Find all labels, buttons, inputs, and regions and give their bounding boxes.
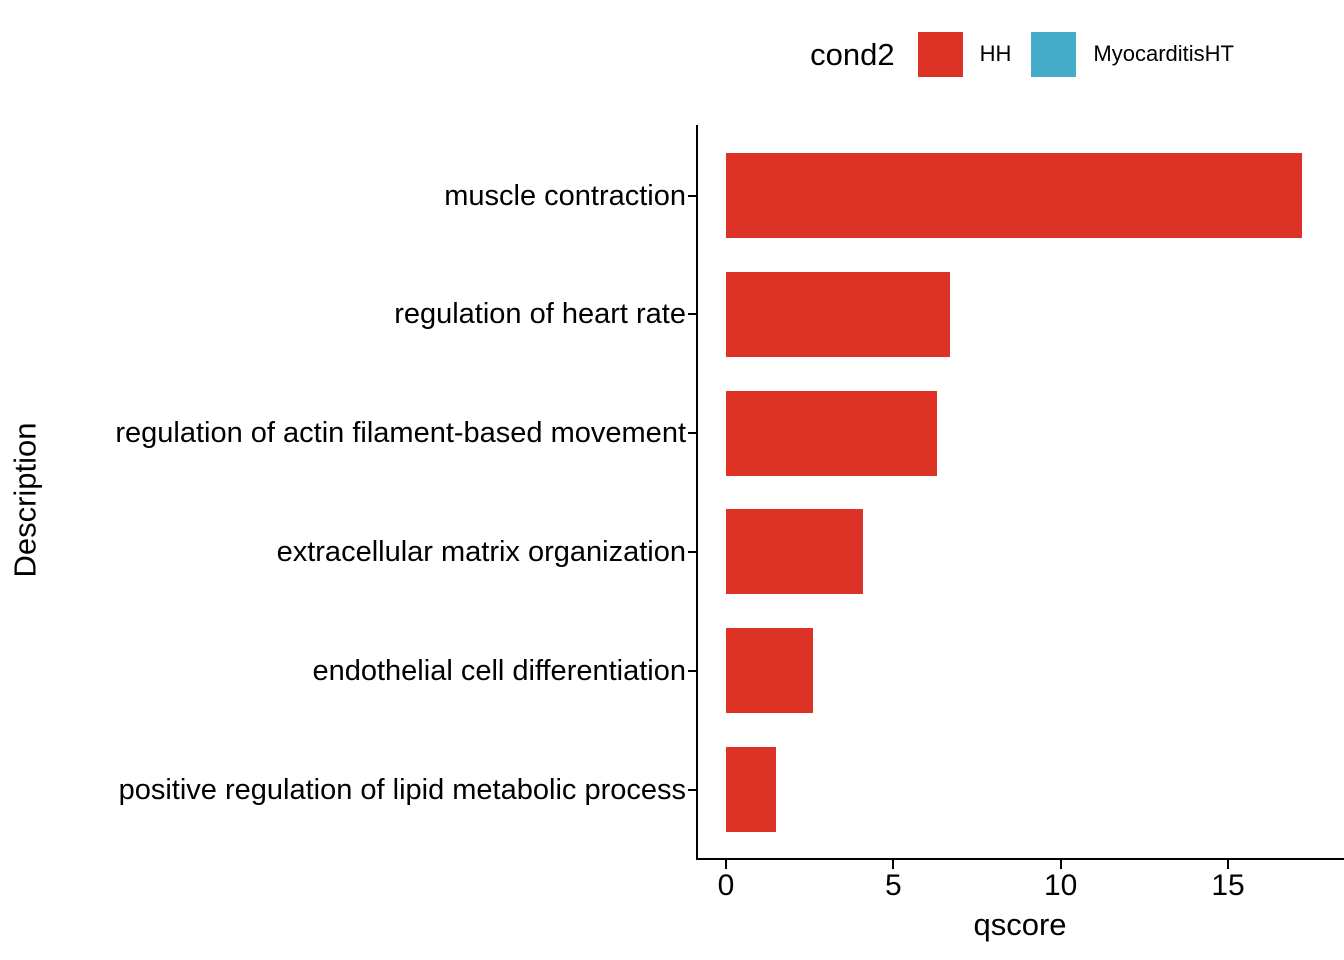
legend-swatch-myocarditisht xyxy=(1031,31,1077,77)
category-label: muscle contraction xyxy=(444,179,686,212)
legend-item-myocarditisht: MyocarditisHT xyxy=(1031,31,1234,77)
legend-item-label: MyocarditisHT xyxy=(1093,41,1234,66)
x-axis-tick-label: 5 xyxy=(885,869,902,902)
legend-item-label: HH xyxy=(979,41,1012,66)
x-axis-title: qscore xyxy=(973,907,1067,942)
bar-hh xyxy=(726,271,951,357)
x-axis-tick xyxy=(1059,860,1062,869)
legend-title: cond2 xyxy=(810,36,895,72)
y-axis-line xyxy=(696,125,698,860)
bar-hh xyxy=(726,390,937,476)
category-label: regulation of heart rate xyxy=(394,298,686,331)
x-axis-line xyxy=(696,858,1344,860)
y-axis-tick xyxy=(688,669,696,672)
x-axis-tick-label: 15 xyxy=(1211,869,1245,902)
y-axis-tick xyxy=(688,313,696,316)
legend: cond2 HH MyocarditisHT xyxy=(810,31,1234,77)
bar-hh xyxy=(726,509,864,595)
y-axis-tick xyxy=(688,788,696,791)
x-axis-tick-label: 10 xyxy=(1044,869,1078,902)
x-axis-tick xyxy=(892,860,895,869)
y-axis-tick xyxy=(688,550,696,553)
y-axis-tick xyxy=(688,432,696,435)
bar-hh xyxy=(726,747,777,832)
x-axis-tick xyxy=(1227,860,1230,869)
x-axis-tick-label: 0 xyxy=(717,869,735,902)
category-label: extracellular matrix organization xyxy=(276,535,686,568)
legend-swatch-hh xyxy=(917,31,963,77)
category-label: regulation of actin filament-based movem… xyxy=(115,417,686,450)
bar-hh xyxy=(726,153,1302,238)
category-label: endothelial cell differentiation xyxy=(312,654,686,687)
bar-hh xyxy=(726,628,814,714)
y-axis-title: Description xyxy=(7,422,43,578)
x-axis-tick xyxy=(725,860,727,869)
category-label: positive regulation of lipid metabolic p… xyxy=(118,773,686,806)
y-axis-tick xyxy=(688,194,696,197)
legend-item-hh: HH xyxy=(917,31,1012,77)
